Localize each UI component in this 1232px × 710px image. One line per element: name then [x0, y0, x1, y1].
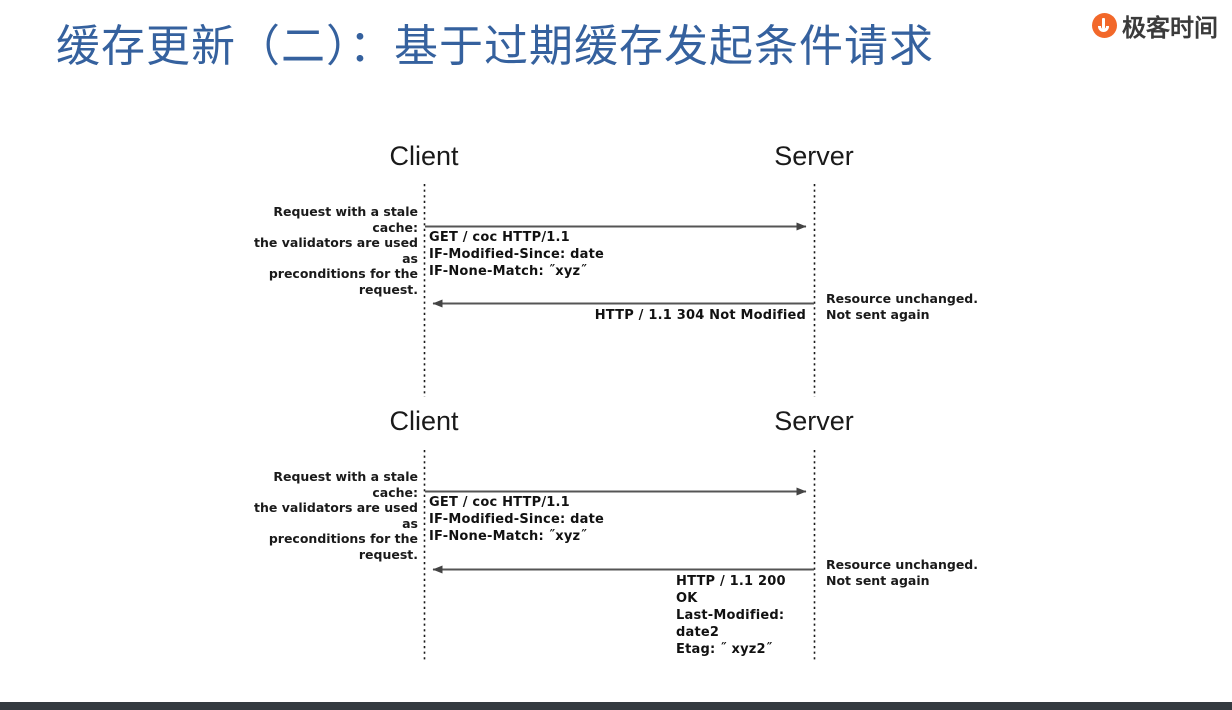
response-message: HTTP / 1.1 304 Not Modified [594, 308, 806, 323]
left-note: Request with a stale cache: the validato… [254, 204, 418, 297]
brand-logo: 极客时间 [1092, 8, 1218, 43]
right-note: Resource unchanged. Not sent again [826, 291, 978, 322]
geektime-logo-icon [1092, 13, 1117, 38]
bottom-accent-bar [0, 702, 1232, 710]
request-message: GET / coc HTTP/1.1 IF-Modified-Since: da… [429, 495, 605, 544]
request-message: GET / coc HTTP/1.1 IF-Modified-Since: da… [429, 230, 605, 279]
right-note: Resource unchanged. Not sent again [826, 557, 978, 588]
actor-label-client: Client [389, 141, 459, 171]
brand-name: 极客时间 [1122, 15, 1218, 42]
left-note: Request with a stale cache: the validato… [254, 469, 418, 562]
actor-label-server: Server [774, 141, 854, 171]
diagram-304-lines [423, 184, 816, 397]
actor-label-server: Server [774, 406, 854, 436]
response-message: HTTP / 1.1 200 OK Last-Modified: date2 E… [676, 574, 786, 657]
actor-label-client: Client [389, 406, 459, 436]
page-title: 缓存更新（二）：基于过期缓存发起条件请求 [56, 22, 934, 71]
